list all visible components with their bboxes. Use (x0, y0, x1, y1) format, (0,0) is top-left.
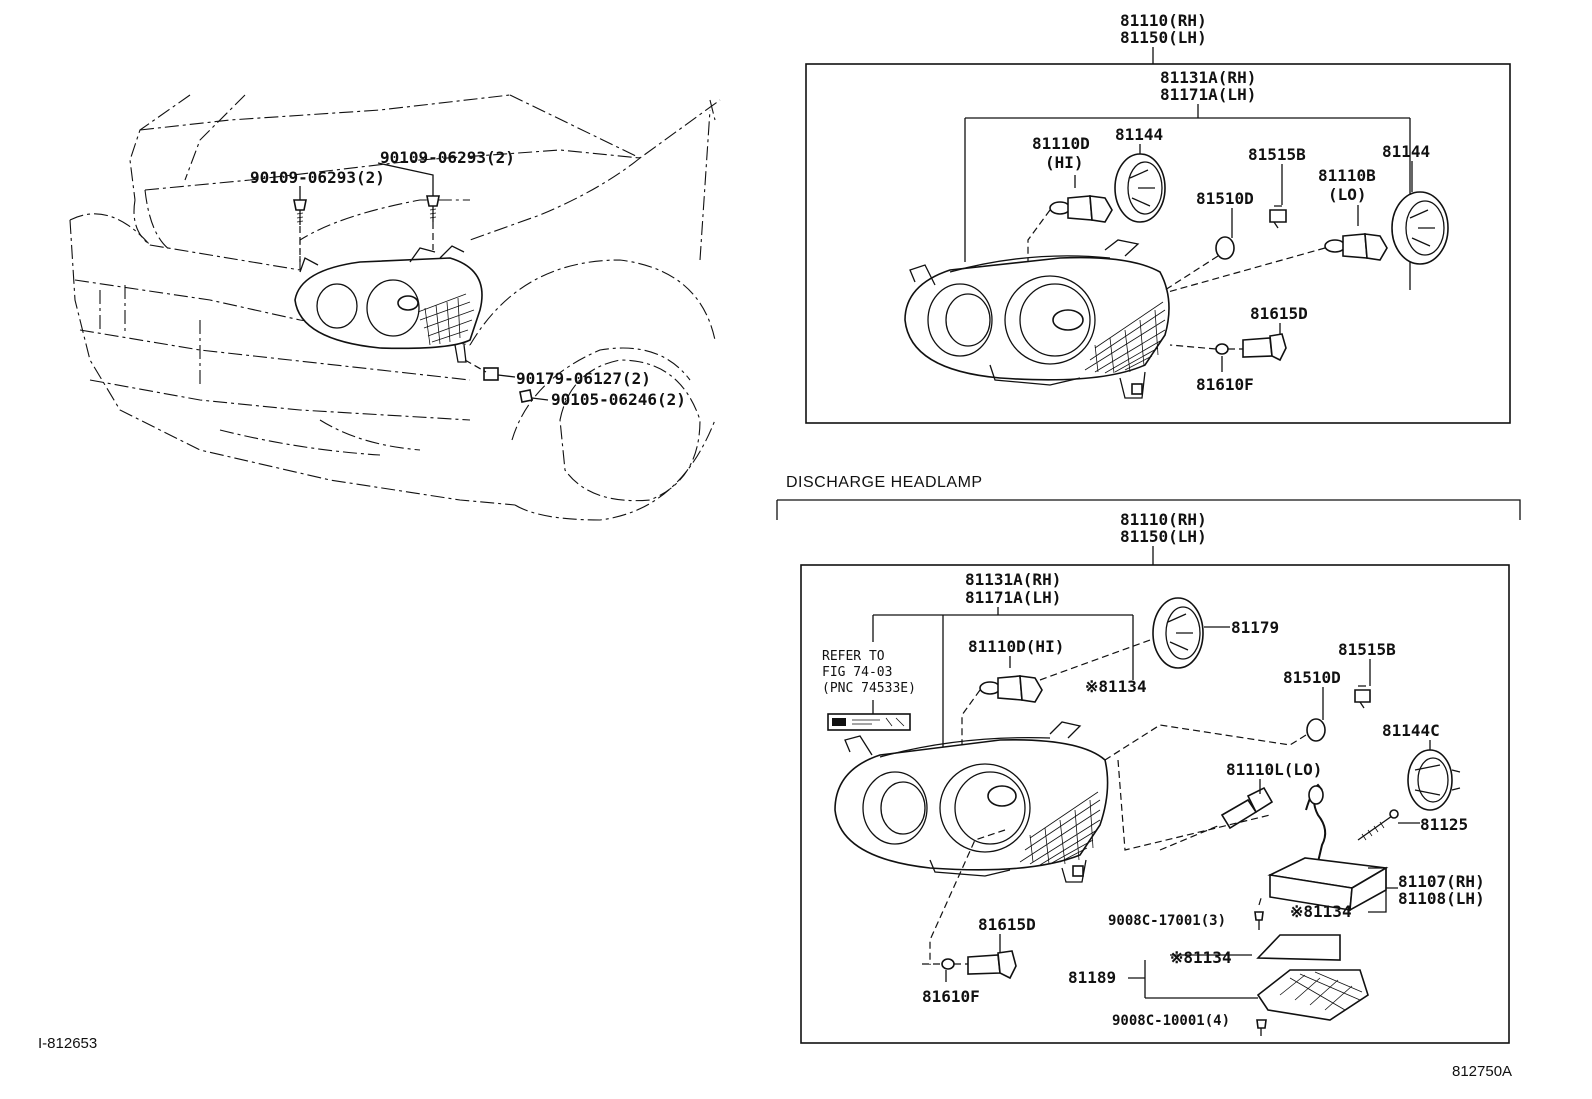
bottom-label-81515b: 81515B (1338, 640, 1396, 659)
bottom-label-81615d: 81615D (978, 915, 1036, 934)
discharge-bulb-hi-icon (979, 675, 1043, 703)
socket-81515b-icon (1269, 205, 1287, 229)
car-front-overview: 90109-06293(2) 90109-06293(2) 90179-0612… (38, 94, 721, 1052)
discharge-bulb-81510d-icon (1306, 718, 1326, 742)
screw-icon (293, 199, 307, 225)
label-90179: 90179-06127(2) (516, 369, 651, 388)
ballast-icon (1267, 857, 1389, 912)
top-label-81110d: 81110D (1032, 134, 1090, 153)
discharge-socket-81515b-icon (1354, 685, 1371, 709)
bottom-panel-frame (800, 564, 1510, 1044)
screw-81125-icon (1357, 809, 1399, 841)
screw-icon (426, 195, 440, 222)
discharge-bulb-lo-icon (1220, 786, 1274, 830)
bottom-label-81610f: 81610F (922, 987, 980, 1006)
discharge-bulb-81610f-icon (941, 958, 955, 970)
clip-icon (483, 367, 499, 381)
bottom-label-81108: 81108(LH) (1398, 889, 1485, 908)
bottom-unit-lh: 81171A(LH) (965, 588, 1061, 607)
top-label-hi: (HI) (1045, 153, 1084, 172)
label-90109-upper: 90109-06293(2) (380, 148, 515, 167)
bottom-label-81510d: 81510D (1283, 668, 1341, 687)
bottom-label-81144c: 81144C (1382, 721, 1440, 740)
screw-9008c-10001-icon (1256, 1019, 1267, 1036)
bottom-assembly-rh: 81110(RH) (1120, 510, 1207, 529)
bottom-unit-rh: 81131A(RH) (965, 570, 1061, 589)
label-90109-left: 90109-06293(2) (250, 168, 385, 187)
panel-discharge-headlamp: DISCHARGE HEADLAMP 81110(RH) 81150(LH) 8… (776, 474, 1521, 1044)
bottom-label-81134-c: ※81134 (1170, 948, 1232, 967)
refer-line-3: (PNC 74533E) (822, 681, 916, 696)
bulb-lo-icon (1324, 233, 1388, 261)
bottom-assembly-lh: 81150(LH) (1120, 527, 1207, 546)
top-unit-rh: 81131A(RH) (1160, 68, 1256, 87)
top-label-81610f: 81610F (1196, 375, 1254, 394)
bottom-label-81134-b: ※81134 (1290, 902, 1352, 921)
small-lamp-lens-hatch (417, 293, 475, 346)
figure-code: 812750A (1452, 1063, 1512, 1080)
bolt-icon (519, 389, 533, 403)
refer-line-1: REFER TO (822, 649, 885, 664)
cap-81144-left-icon (1114, 153, 1166, 223)
overview-figure-code: I-812653 (38, 1035, 97, 1052)
cover-81189-icon (1256, 934, 1369, 1021)
top-label-81144-left: 81144 (1115, 125, 1163, 144)
warning-label-icon (827, 713, 911, 731)
bottom-label-81189: 81189 (1068, 968, 1116, 987)
cap-81144c-icon (1407, 749, 1461, 811)
bottom-label-81125: 81125 (1420, 815, 1468, 834)
bottom-label-81110l-lo: 81110L(LO) (1226, 760, 1322, 779)
top-lamp-lens-hatch (1084, 301, 1166, 374)
bulb-hi-icon (1049, 195, 1113, 223)
bulb-81610f-icon (1215, 343, 1229, 355)
top-label-81615d: 81615D (1250, 304, 1308, 323)
top-unit-lh: 81171A(LH) (1160, 85, 1256, 104)
discharge-title: DISCHARGE HEADLAMP (786, 474, 983, 491)
socket-81615d-icon (1242, 333, 1287, 362)
bottom-label-81107: 81107(RH) (1398, 872, 1485, 891)
bottom-label-9008c-17001: 9008C-17001(3) (1108, 913, 1226, 929)
discharge-lamp-lens-hatch (1019, 791, 1101, 866)
bottom-label-9008c-10001: 9008C-10001(4) (1112, 1013, 1230, 1029)
cap-81179-icon (1152, 597, 1204, 669)
top-label-81144-right: 81144 (1382, 142, 1430, 161)
bottom-label-81134-a: ※81134 (1085, 677, 1147, 696)
top-label-81110b: 81110B (1318, 166, 1376, 185)
bottom-label-81179: 81179 (1231, 618, 1279, 637)
top-label-lo: (LO) (1328, 185, 1367, 204)
top-label-81510d: 81510D (1196, 189, 1254, 208)
refer-line-2: FIG 74-03 (822, 665, 892, 680)
cap-81144-right-icon (1391, 191, 1449, 265)
screw-9008c-17001-icon (1254, 911, 1264, 930)
discharge-socket-81615d-icon (967, 950, 1017, 980)
bottom-label-81110d-hi: 81110D(HI) (968, 637, 1064, 656)
top-label-81515b: 81515B (1248, 145, 1306, 164)
bulb-81510d-icon (1215, 236, 1235, 260)
top-assembly-rh: 81110(RH) (1120, 11, 1207, 30)
top-panel-frame (805, 63, 1511, 424)
top-assembly-lh: 81150(LH) (1120, 28, 1207, 47)
panel-standard-headlamp: 81110(RH) 81150(LH) 81131A(RH) 81171A(LH… (805, 11, 1511, 424)
label-90105: 90105-06246(2) (551, 390, 686, 409)
